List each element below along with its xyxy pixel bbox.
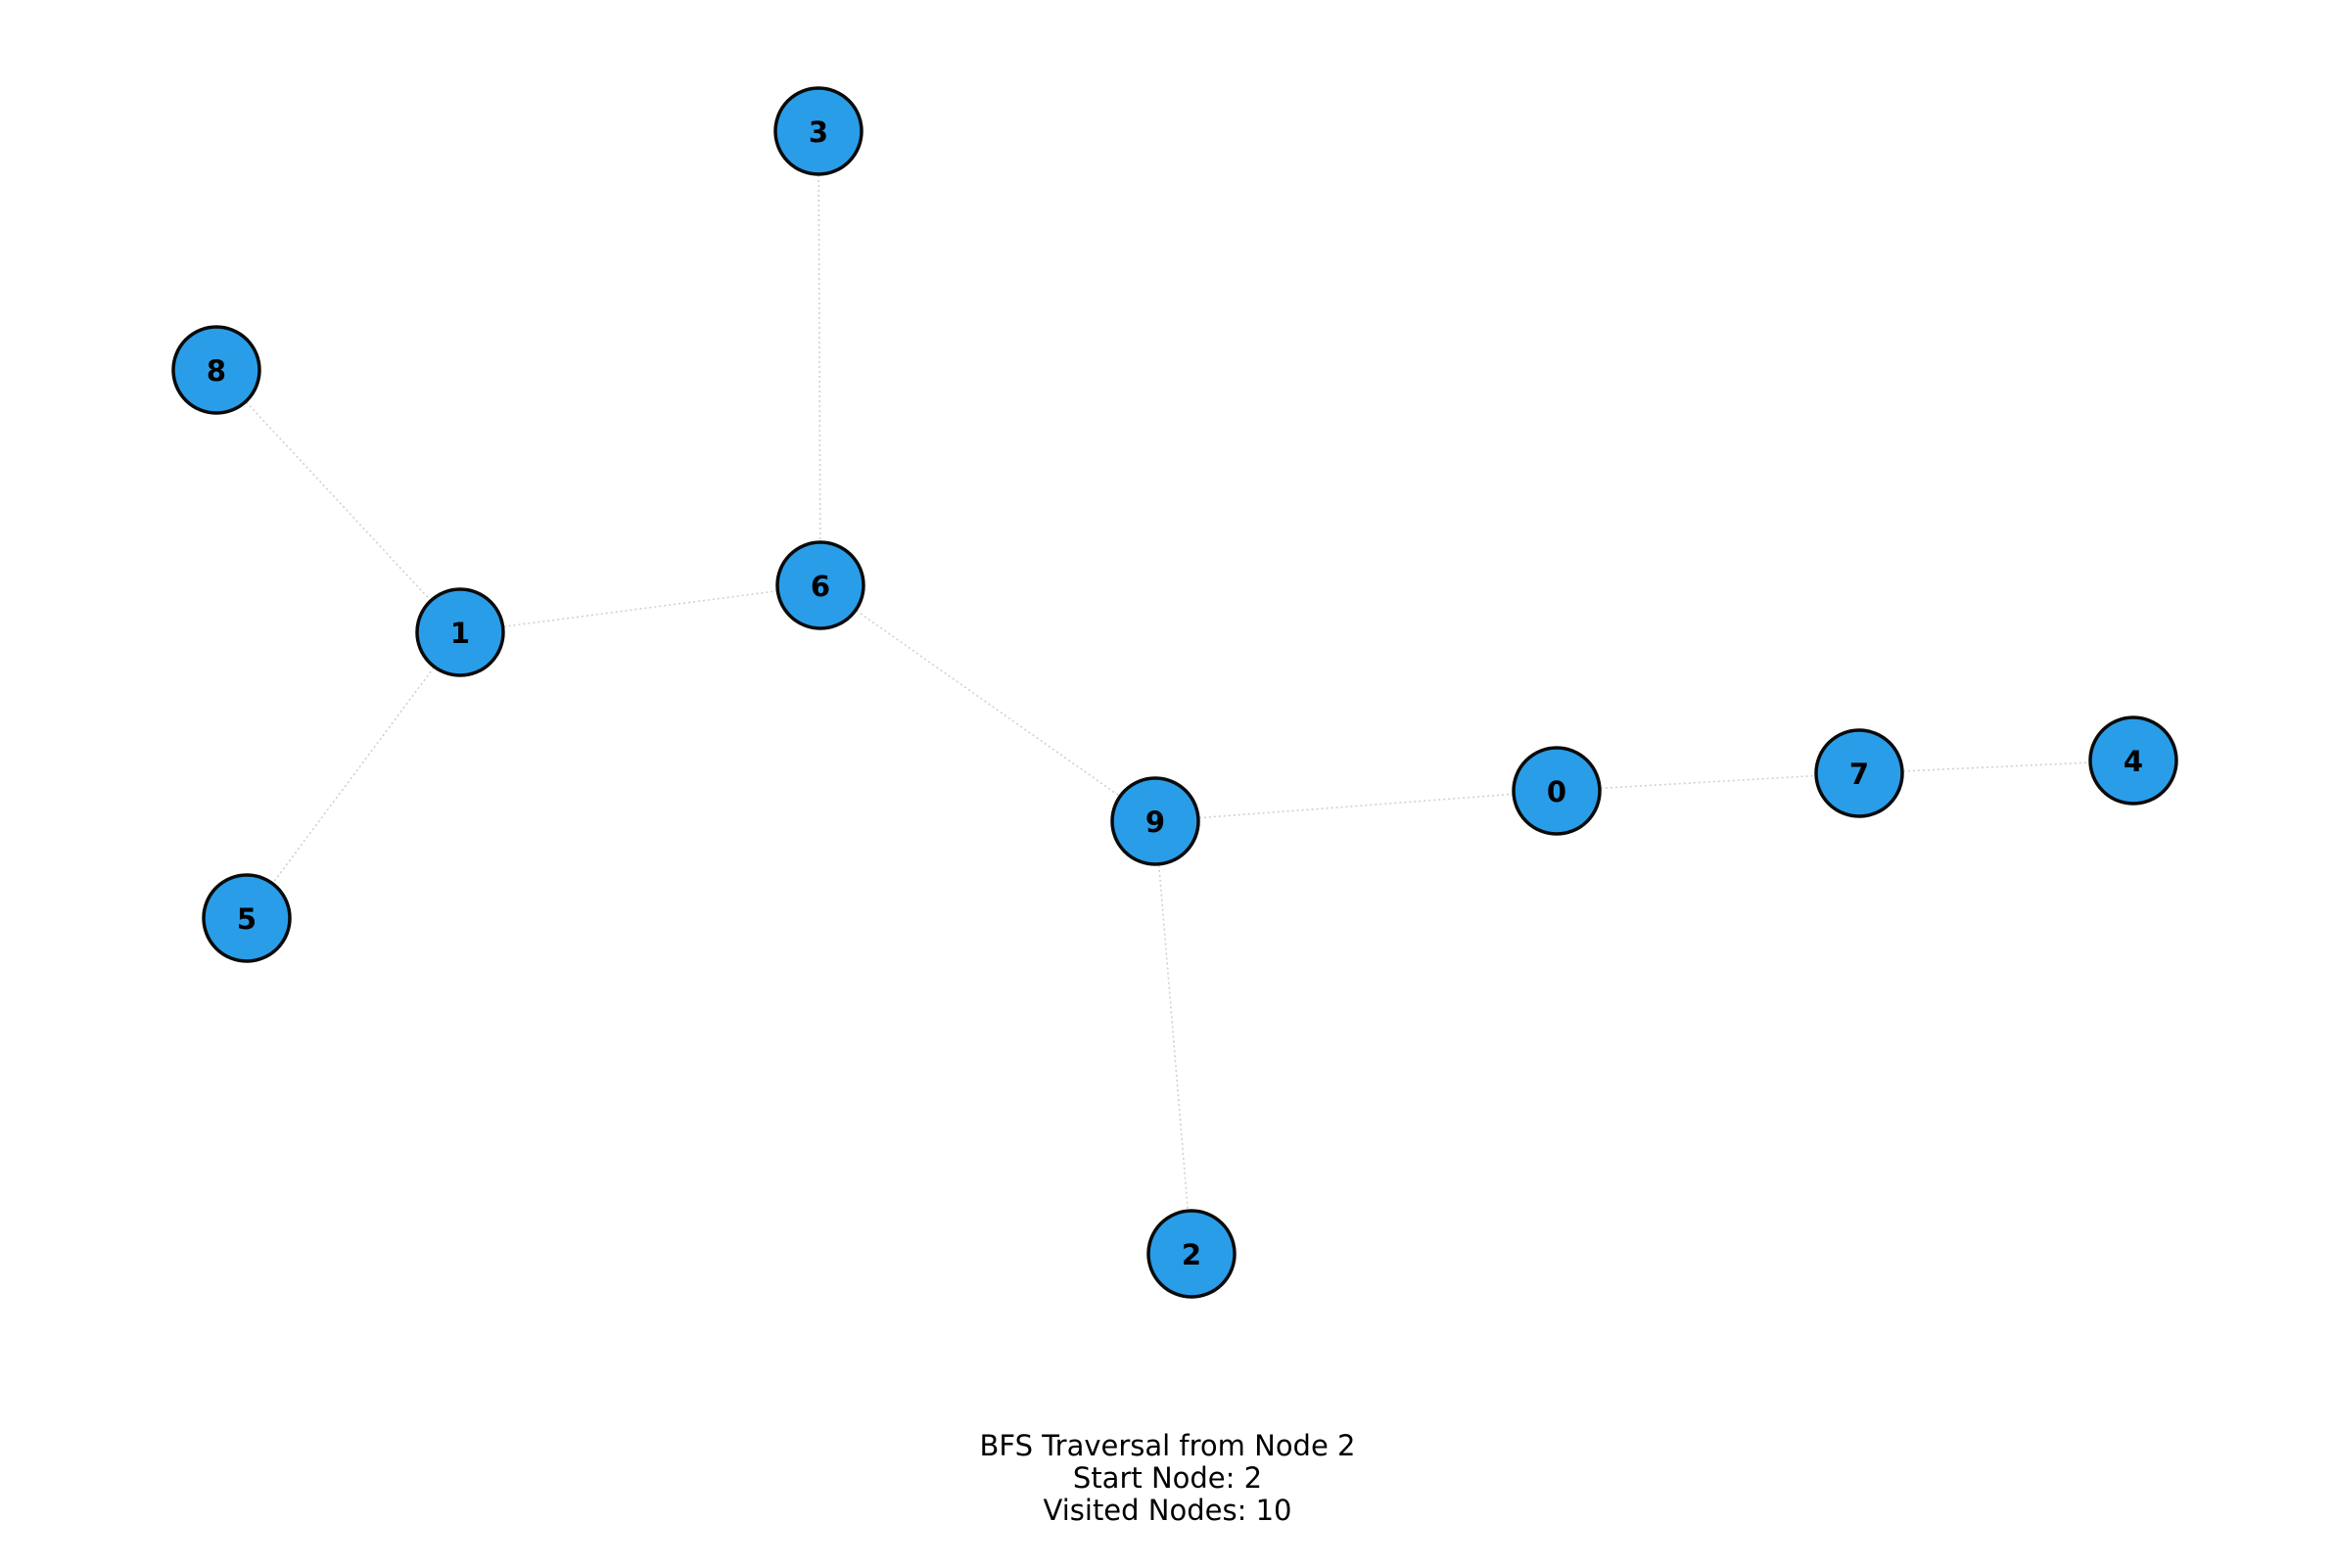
edge-7-4 — [1858, 760, 2134, 774]
node-5: 5 — [202, 873, 292, 963]
node-label-2: 2 — [1182, 1238, 1201, 1271]
node-8: 8 — [171, 325, 261, 415]
edge-9-0 — [1154, 790, 1558, 822]
node-1: 1 — [415, 587, 505, 677]
node-6: 6 — [775, 540, 865, 630]
edge-3-6 — [817, 130, 821, 586]
node-circle-1 — [415, 587, 505, 677]
node-circle-4 — [2088, 715, 2178, 806]
edge-9-2 — [1154, 820, 1192, 1255]
edge-6-9 — [819, 584, 1156, 822]
node-circle-3 — [773, 86, 864, 176]
node-label-5: 5 — [237, 902, 257, 936]
node-circle-7 — [1814, 728, 1904, 818]
node-circle-6 — [775, 540, 865, 630]
node-label-8: 8 — [207, 354, 226, 388]
nodes-layer: 0 1 2 3 4 5 6 7 8 9 — [171, 86, 2178, 1299]
node-circle-9 — [1110, 776, 1200, 866]
node-label-4: 4 — [2124, 745, 2143, 778]
edges-layer — [215, 130, 2134, 1255]
caption-visited-nodes: Visited Nodes: 10 — [1043, 1494, 1292, 1527]
node-label-1: 1 — [450, 617, 470, 650]
node-label-7: 7 — [1849, 758, 1869, 791]
node-circle-8 — [171, 325, 261, 415]
node-circle-2 — [1146, 1209, 1237, 1299]
edge-8-1 — [215, 369, 461, 633]
node-label-6: 6 — [811, 570, 830, 603]
node-9: 9 — [1110, 776, 1200, 866]
node-circle-5 — [202, 873, 292, 963]
edge-1-6 — [459, 584, 821, 633]
node-2: 2 — [1146, 1209, 1237, 1299]
node-label-9: 9 — [1145, 806, 1165, 839]
node-label-0: 0 — [1547, 775, 1566, 808]
graph-caption: BFS Traversal from Node 2 Start Node: 2 … — [0, 1430, 2335, 1527]
node-label-3: 3 — [809, 115, 828, 149]
node-circle-0 — [1512, 746, 1602, 836]
edge-0-7 — [1556, 772, 1860, 792]
caption-title: BFS Traversal from Node 2 — [979, 1429, 1356, 1462]
caption-start-node: Start Node: 2 — [1072, 1461, 1263, 1495]
node-0: 0 — [1512, 746, 1602, 836]
node-4: 4 — [2088, 715, 2178, 806]
node-3: 3 — [773, 86, 864, 176]
edge-1-5 — [246, 631, 461, 919]
node-7: 7 — [1814, 728, 1904, 818]
